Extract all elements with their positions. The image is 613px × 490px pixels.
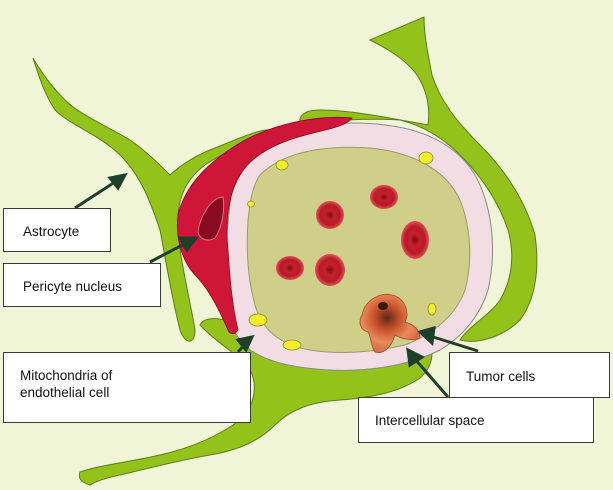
label-astrocyte: Astrocyte [3,208,111,252]
label-pericyte-nucleus: Pericyte nucleus [3,263,161,307]
arrow-tumor-cells [429,334,479,353]
label-astrocyte-text: Astrocyte [23,224,80,239]
label-intercellular-space: Intercellular space [358,397,594,443]
pericyte [176,116,353,335]
arrow-intercellular-space [412,357,450,398]
astrocyte-right-top [299,16,538,342]
mitochondria [247,151,437,351]
label-tumor-cells: Tumor cells [449,352,610,398]
label-pericyte-nucleus-text: Pericyte nucleus [23,279,123,294]
label-mitochondria: Mitochondria of endothelial cell [3,352,251,423]
arrow-pericyte-nucleus [149,240,189,264]
red-blood-cells [276,185,429,286]
label-intercellular-space-text: Intercellular space [375,413,485,428]
label-tumor-cells-text: Tumor cells [466,369,536,384]
pointer-arrows [74,172,479,398]
label-mitochondria-text: Mitochondria of endothelial cell [20,368,113,400]
lumen [246,146,471,353]
arrow-astrocyte [74,178,119,210]
tumor-cells [359,293,421,353]
pericyte-nucleus [197,196,225,241]
